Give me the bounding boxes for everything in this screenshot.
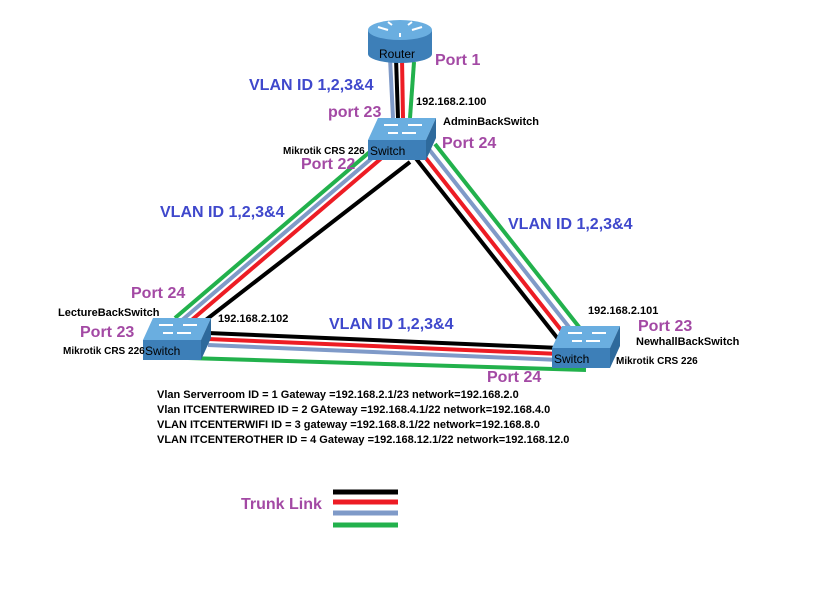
newhall-hostname: NewhallBackSwitch [636, 336, 740, 348]
link-admin-newhall [412, 142, 585, 346]
switch-icon-newhall[interactable] [552, 326, 620, 368]
vlan-definition: VLAN ITCENTEROTHER ID = 4 Gateway =192.1… [157, 434, 570, 446]
port-label-newhall-24: Port 24 [487, 369, 542, 386]
link-lecture-newhall-blue [207, 343, 561, 362]
vlan-definitions: Vlan Serverroom ID = 1 Gateway =192.168.… [157, 388, 569, 448]
link-lecture-newhall-green [187, 356, 587, 372]
port-label-admin-23: port 23 [328, 104, 382, 121]
link-router-admin-blue [388, 57, 395, 119]
admin-model: Mikrotik CRS 226 [283, 146, 365, 157]
lecture-switch-label: Switch [145, 344, 181, 358]
link-admin-newhall-green [433, 142, 585, 334]
newhall-ip: 192.168.2.101 [588, 305, 659, 317]
port-label-admin-24: Port 24 [442, 135, 497, 152]
lecture-model: Mikrotik CRS 226 [63, 346, 145, 357]
switch-icon-admin[interactable] [368, 118, 436, 160]
vlan-label-admin-newhall: VLAN ID 1,2,3&4 [508, 216, 633, 233]
vlan-label-admin-lecture: VLAN ID 1,2,3&4 [160, 204, 285, 221]
router-icon[interactable] [368, 20, 432, 63]
link-router-admin [388, 57, 416, 119]
port-label-newhall-23: Port 23 [638, 318, 693, 335]
link-admin-lecture-blue [179, 151, 380, 323]
link-lecture-newhall-red [207, 337, 561, 356]
lecture-ip: 192.168.2.102 [218, 313, 289, 325]
link-router-admin-green [408, 61, 416, 119]
vlan-label-router-admin: VLAN ID 1,2,3&4 [249, 77, 374, 94]
lecture-hostname: LectureBackSwitch [58, 307, 160, 319]
link-admin-newhall-black [412, 154, 564, 346]
router-label: Router [379, 47, 416, 61]
link-admin-lecture-black [196, 160, 412, 328]
switch-icon-lecture[interactable] [143, 318, 211, 360]
vlan-definition: Vlan ITCENTERWIRED ID = 2 GAteway =192.1… [157, 404, 551, 416]
link-router-admin-black [394, 57, 400, 119]
legend-title: Trunk Link [241, 496, 322, 513]
link-admin-newhall-red [419, 150, 571, 342]
port-label-router: Port 1 [435, 52, 481, 69]
admin-hostname: AdminBackSwitch [443, 116, 539, 128]
vlan-label-lecture-newhall: VLAN ID 1,2,3&4 [329, 316, 454, 333]
legend-lines [333, 489, 398, 528]
vlan-definition: Vlan Serverroom ID = 1 Gateway =192.168.… [157, 389, 519, 401]
link-admin-newhall-blue [426, 146, 578, 338]
link-router-admin-red [400, 57, 405, 119]
port-label-lecture-23: Port 23 [80, 324, 135, 341]
link-admin-lecture-green [173, 148, 374, 320]
admin-ip: 192.168.2.100 [416, 96, 487, 108]
newhall-switch-label: Switch [554, 352, 590, 366]
link-lecture-newhall [187, 331, 587, 372]
link-lecture-newhall-black [207, 331, 561, 350]
vlan-definition: VLAN ITCENTERWIFI ID = 3 gateway =192.16… [157, 419, 540, 431]
port-label-admin-22: Port 22 [301, 156, 356, 173]
admin-switch-label: Switch [370, 144, 406, 158]
link-admin-lecture-red [185, 154, 386, 326]
link-admin-lecture [173, 148, 412, 328]
port-label-lecture-24: Port 24 [131, 285, 186, 302]
newhall-model: Mikrotik CRS 226 [616, 356, 698, 367]
